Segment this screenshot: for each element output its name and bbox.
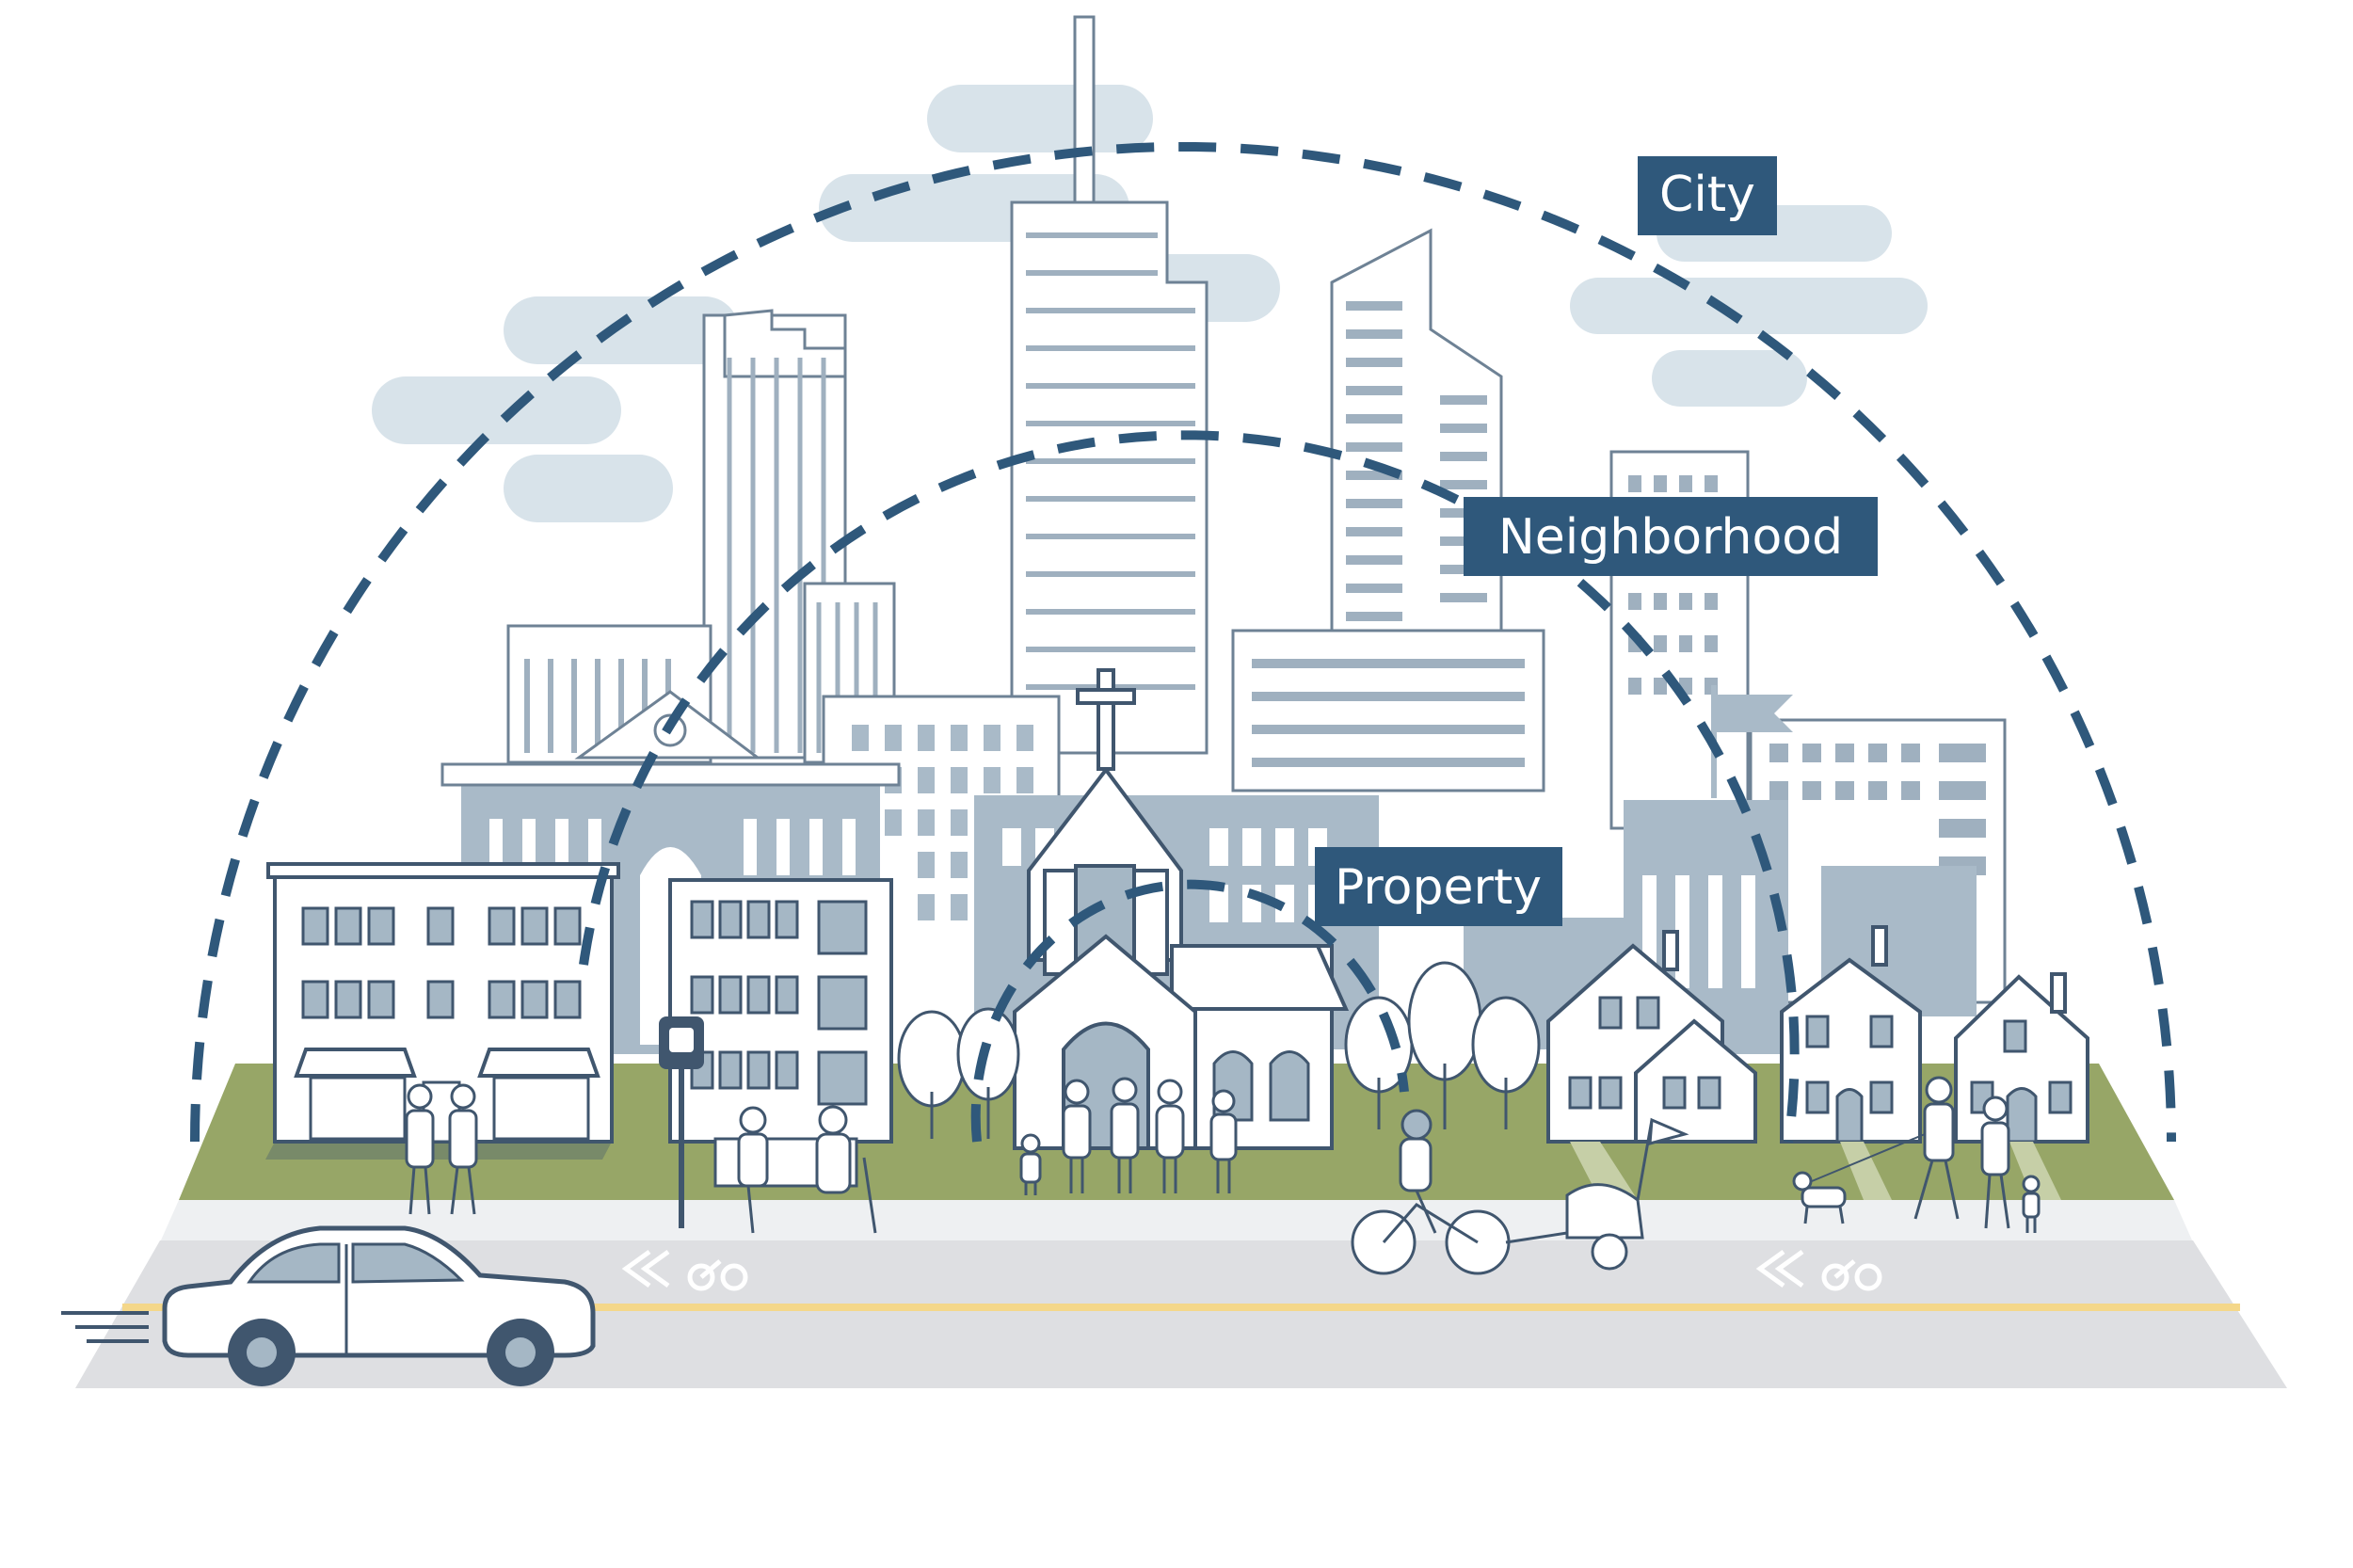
walkway (2009, 1142, 2061, 1200)
church (1013, 668, 1350, 1150)
civic-hall-cornice (440, 762, 901, 787)
dog (1792, 1171, 1847, 1224)
label-neighborhood-box (1464, 497, 1878, 576)
cafe-left (309, 1076, 407, 1141)
foreground-buildings (265, 668, 2089, 1200)
cloud (1652, 350, 1807, 407)
house-3-door (2006, 1087, 2038, 1144)
person (1062, 1079, 1092, 1193)
bus-stop-pole (679, 1064, 684, 1228)
central-tower-floors (1026, 232, 1195, 690)
person (1913, 1076, 1960, 1220)
walkway (1840, 1142, 1892, 1200)
person (1019, 1133, 1042, 1195)
label-city: City (1638, 156, 1777, 235)
label-city-text: City (1659, 167, 1755, 223)
church-side-roof (1170, 944, 1350, 1011)
road-center-line (122, 1304, 2240, 1311)
person (405, 1083, 435, 1215)
label-property-box (1315, 847, 1562, 926)
person (1209, 1089, 1238, 1193)
label-neighborhood-text: Neighborhood (1498, 509, 1843, 566)
dog-leash (1811, 1133, 1926, 1182)
tree (1407, 961, 1482, 1081)
sidewalk (160, 1200, 2193, 1242)
city-arc (190, 142, 2176, 1143)
label-neighborhood: Neighborhood (1464, 497, 1878, 576)
person (2022, 1175, 2041, 1233)
awning-right (477, 1048, 600, 1078)
cloud (372, 376, 621, 444)
person (1155, 1079, 1185, 1193)
house-2-door (1835, 1088, 1864, 1144)
car-window-front (247, 1242, 341, 1284)
bike-lane-icon (621, 1249, 1882, 1291)
person (737, 1106, 769, 1234)
road (75, 1200, 2287, 1388)
people (405, 1076, 2041, 1275)
house-1 (1546, 930, 1757, 1144)
storefront-cornice (266, 862, 620, 879)
car-window-rear (351, 1242, 465, 1284)
flag-icon (1717, 695, 1793, 732)
storefront-step (265, 1142, 612, 1160)
label-property: Property (1315, 847, 1562, 926)
walkway (1570, 1142, 1638, 1200)
cloud (504, 455, 673, 522)
church-side-window (1269, 1050, 1310, 1122)
bike-trailer (1505, 1117, 1689, 1271)
house-3-chimney (2050, 972, 2067, 1014)
cafe-right (492, 1076, 590, 1141)
house-2 (1780, 925, 1922, 1144)
spire (1073, 15, 1096, 207)
person (1110, 1077, 1140, 1193)
neighborhood-arc (579, 430, 1800, 1143)
house-1-wing (1634, 1018, 1757, 1144)
cloud (1570, 278, 1928, 334)
person (1980, 1096, 2010, 1229)
trees (897, 961, 1541, 1139)
cross-icon (1076, 668, 1136, 771)
property-arc (970, 879, 1409, 1143)
person (448, 1083, 478, 1215)
car (61, 1225, 596, 1386)
house-2-chimney (1871, 925, 1888, 967)
bus-stop (659, 1016, 704, 1228)
label-property-text: Property (1335, 859, 1542, 916)
road-surface (75, 1240, 2287, 1388)
person (815, 1105, 877, 1234)
cloud (504, 296, 739, 364)
scale-arcs (190, 142, 2176, 1143)
house-1-chimney (1662, 930, 1679, 971)
awning-left (294, 1048, 417, 1078)
cloud (927, 85, 1153, 152)
label-city-box (1638, 156, 1777, 235)
cyclist (1351, 1109, 1511, 1275)
